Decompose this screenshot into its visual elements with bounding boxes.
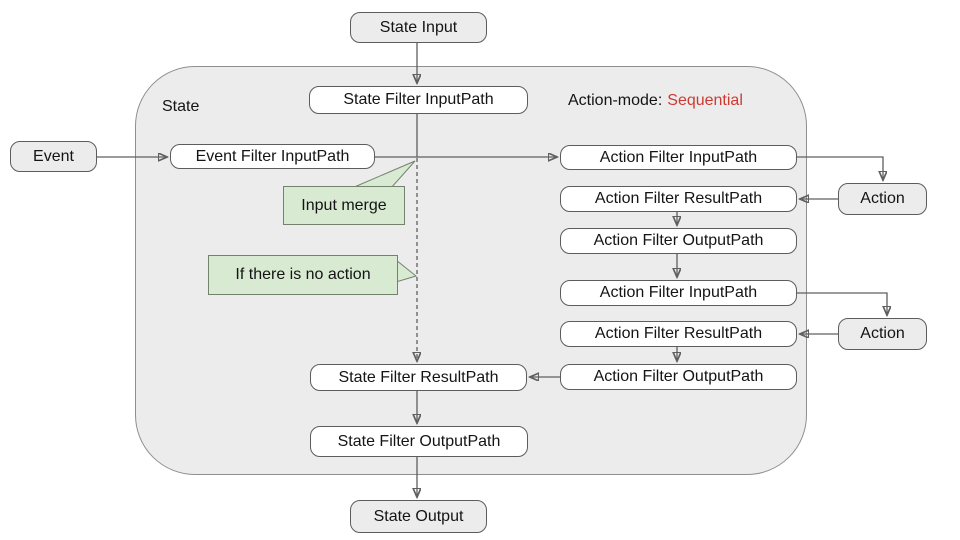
callout-pointer-if-no-action — [395, 258, 418, 283]
node-state-filter-resultpath: State Filter ResultPath — [310, 364, 527, 391]
node-action-filter-resultpath-1: Action Filter ResultPath — [560, 186, 797, 212]
callout-input-merge: Input merge — [283, 186, 405, 225]
node-state-filter-outputpath: State Filter OutputPath — [310, 426, 528, 457]
node-state-output: State Output — [350, 500, 487, 533]
node-event-filter-inputpath: Event Filter InputPath — [170, 144, 375, 169]
state-container-label: State — [162, 98, 200, 115]
node-state-filter-inputpath: State Filter InputPath — [309, 86, 528, 114]
node-event: Event — [10, 141, 97, 172]
connector-action-filter-inputpath-1-to-action-1 — [797, 156, 883, 179]
action-mode-label: Action-mode:Sequential — [568, 92, 743, 110]
node-action-filter-inputpath-1: Action Filter InputPath — [560, 145, 797, 170]
node-action-filter-inputpath-2: Action Filter InputPath — [560, 280, 797, 306]
node-action-1: Action — [838, 183, 927, 215]
action-mode-value: Sequential — [667, 92, 743, 109]
node-state-input: State Input — [350, 12, 487, 43]
callout-if-no-action: If there is no action — [208, 255, 398, 295]
node-action-2: Action — [838, 318, 927, 350]
node-action-filter-resultpath-2: Action Filter ResultPath — [560, 321, 797, 347]
node-action-filter-outputpath-1: Action Filter OutputPath — [560, 228, 797, 254]
node-action-filter-outputpath-2: Action Filter OutputPath — [560, 364, 797, 390]
action-mode-key: Action-mode: — [568, 92, 663, 109]
connector-action-filter-inputpath-2-to-action-2 — [797, 292, 887, 314]
